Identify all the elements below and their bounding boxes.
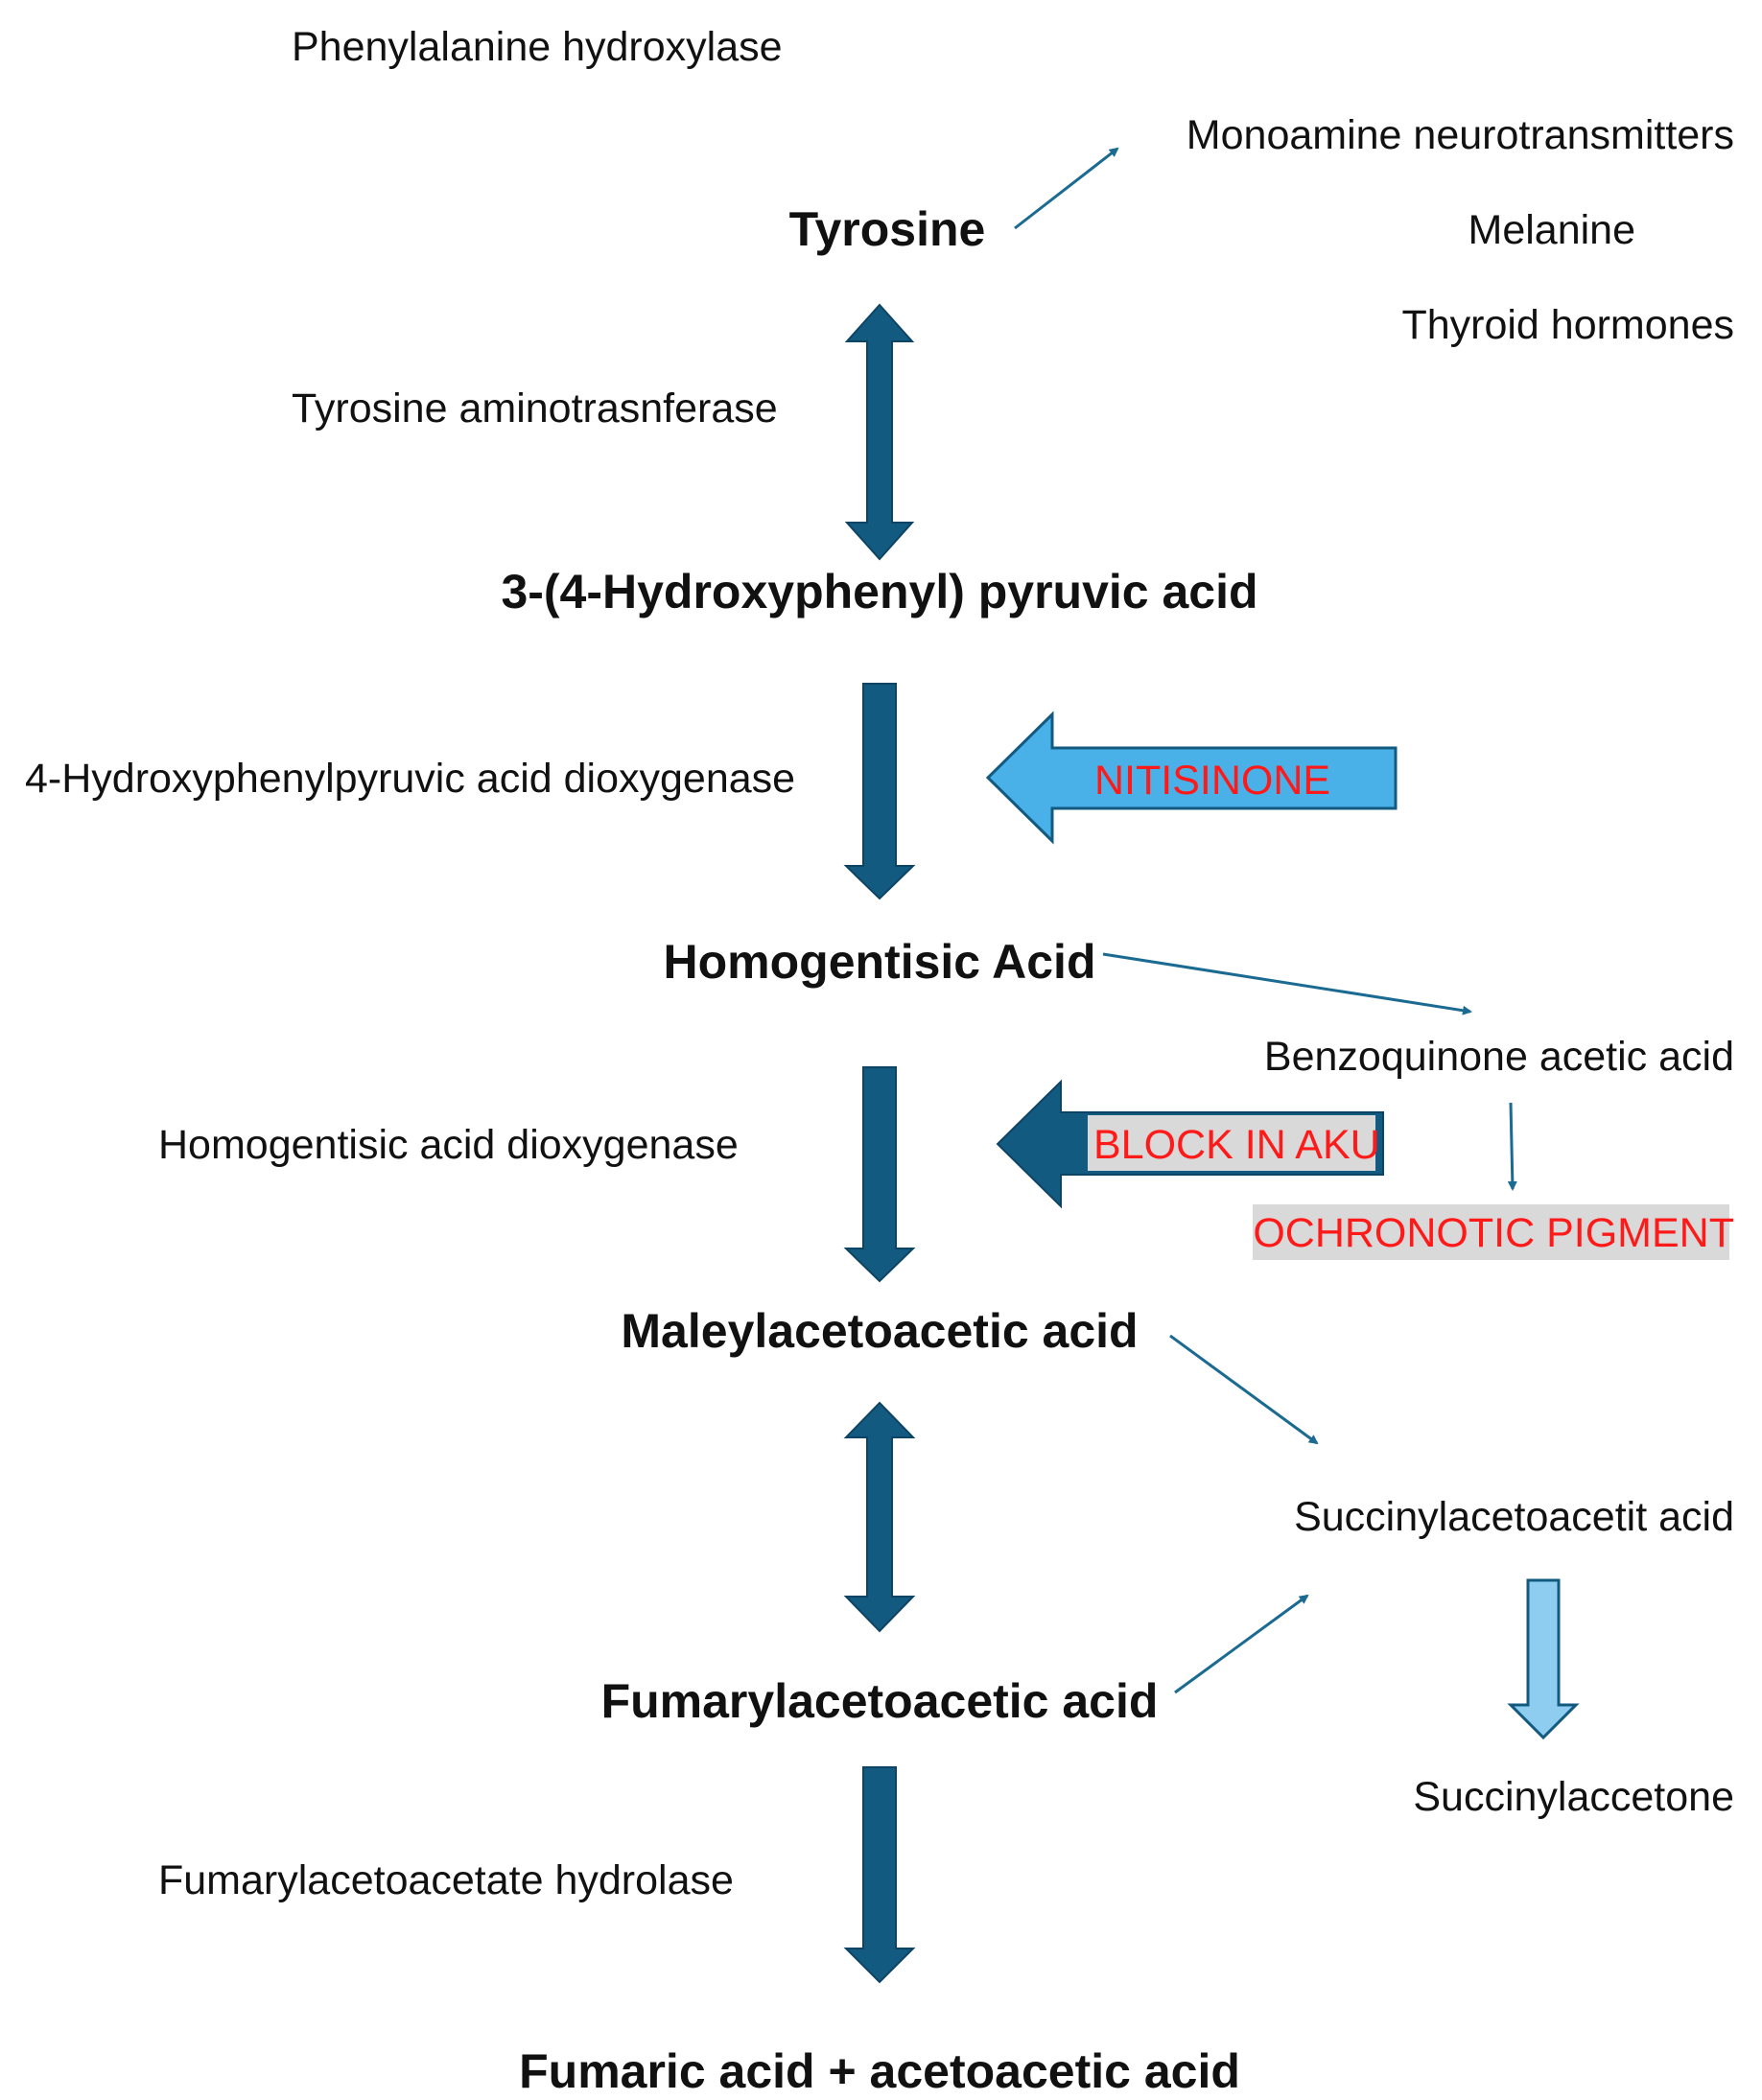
label-nitisinone: NITISINONE xyxy=(1094,758,1331,804)
arrow-succinylacetoacetit-succinylaccetone xyxy=(1507,1578,1580,1740)
arrow-hppa-homogentisic xyxy=(843,683,916,900)
side-thyroid-hormones: Thyroid hormones xyxy=(1401,302,1734,348)
side-monoamine-neurotransmitters: Monoamine neurotransmitters xyxy=(1186,112,1734,158)
side-melanine: Melanine xyxy=(1468,207,1636,253)
thin-arrow-benzoquinone-pigment xyxy=(1507,1102,1517,1191)
block-aku-label-bg xyxy=(1088,1115,1375,1171)
enzyme-hppd: 4-Hydroxyphenylpyruvic acid dioxygenase xyxy=(25,756,796,802)
enzyme-fah: Fumarylacetoacetate hydrolase xyxy=(158,1857,734,1903)
metabolite-fumaric-acetoacetic: Fumaric acid + acetoacetic acid xyxy=(519,2044,1240,2098)
side-succinylaccetone: Succinylaccetone xyxy=(1413,1774,1734,1820)
enzyme-tyrosine-aminotransferase: Tyrosine aminotrasnferase xyxy=(292,385,778,432)
arrow-homogentisic-maleylacetoacetic xyxy=(843,1066,916,1283)
label-ochronotic-pigment: OCHRONOTIC PIGMENT xyxy=(1253,1210,1734,1256)
thin-arrow-maleyl-succinylacetoacetit xyxy=(1169,1334,1319,1445)
thin-arrow-homogentisic-benzoquinone xyxy=(1102,952,1472,1015)
metabolite-tyrosine: Tyrosine xyxy=(788,202,986,256)
metabolite-homogentisic-acid: Homogentisic Acid xyxy=(663,935,1096,989)
side-succinylacetoacetit-acid: Succinylacetoacetit acid xyxy=(1294,1494,1734,1540)
double-arrow-maleyl-fumaryl xyxy=(843,1401,916,1633)
ochronotic-pigment-bg xyxy=(1253,1204,1729,1260)
side-benzoquinone-acetic-acid: Benzoquinone acetic acid xyxy=(1263,1034,1734,1080)
arrow-fumaryl-final xyxy=(843,1766,916,1984)
metabolite-maleylacetoacetic-acid: Maleylacetoacetic acid xyxy=(621,1304,1139,1358)
double-arrow-tyrosine-hppa xyxy=(844,303,915,561)
label-block-in-aku: BLOCK IN AKU xyxy=(1093,1122,1380,1168)
nitisinone-arrow xyxy=(985,711,1398,845)
thin-arrow-tyrosine-monoamine xyxy=(1014,147,1119,230)
enzyme-hgd: Homogentisic acid dioxygenase xyxy=(158,1122,739,1168)
enzyme-phenylalanine-hydroxylase: Phenylalanine hydroxylase xyxy=(292,24,783,70)
metabolite-hppa: 3-(4-Hydroxyphenyl) pyruvic acid xyxy=(501,565,1258,618)
metabolite-fumarylacetoacetic-acid: Fumarylacetoacetic acid xyxy=(600,1674,1159,1728)
thin-arrow-fumaryl-succinylacetoacetit xyxy=(1174,1594,1309,1694)
